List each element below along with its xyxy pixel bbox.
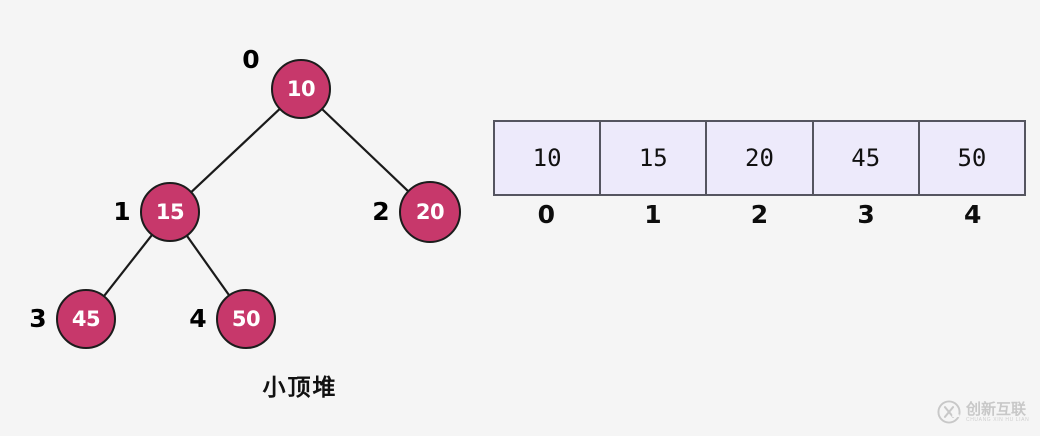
watermark-logo-icon: [937, 400, 961, 424]
tree-node-3[interactable]: 45: [56, 289, 116, 349]
array-cell-3[interactable]: 45: [813, 122, 920, 194]
tree-node-4-index: 4: [189, 304, 207, 333]
tree-node-2-value: 20: [415, 200, 445, 224]
tree-edge-0-2: [321, 108, 410, 193]
array-cell-0[interactable]: 10: [495, 122, 602, 194]
tree-node-4[interactable]: 50: [216, 289, 276, 349]
array-index-0: 0: [537, 200, 555, 229]
array-cell-2-value: 20: [745, 144, 774, 172]
tree-caption: 小顶堆: [262, 375, 338, 401]
tree-node-3-value: 45: [71, 307, 101, 331]
heap-array: 10 15 20 45 50 0 1 2 3 4: [493, 120, 1026, 229]
tree-node-2-index: 2: [372, 197, 390, 226]
array-cell-1[interactable]: 15: [601, 122, 708, 194]
watermark-brand-pinyin: CHUANG XIN HU LIAN: [966, 416, 1030, 423]
array-cell-4[interactable]: 50: [919, 122, 1025, 194]
array-cell-1-value: 15: [638, 144, 668, 172]
watermark: 创新互联 CHUANG XIN HU LIAN: [936, 396, 1032, 428]
array-index-row: 0 1 2 3 4: [493, 200, 1026, 229]
array-index-1: 1: [644, 200, 662, 229]
tree-node-0-value: 10: [286, 77, 316, 101]
tree-node-0[interactable]: 10: [271, 59, 331, 119]
array-cell-2[interactable]: 20: [707, 122, 814, 194]
array-index-2: 2: [750, 200, 769, 229]
tree-node-1[interactable]: 15: [140, 182, 200, 242]
tree-edge-1-3: [103, 234, 153, 297]
tree-edge-0-1: [190, 108, 281, 193]
tree-edges: [103, 108, 410, 297]
array-cell-row: 10 15 20 45 50: [493, 120, 1026, 196]
tree-edge-1-4: [185, 235, 231, 296]
array-index-4: 4: [963, 200, 982, 229]
array-cell-3-value: 45: [851, 144, 881, 172]
tree-node-1-index: 1: [113, 197, 131, 226]
tree-node-1-value: 15: [155, 200, 185, 224]
tree-node-4-value: 50: [231, 307, 261, 331]
array-cell-4-value: 50: [957, 144, 987, 172]
watermark-brand-cn: 创新互联: [966, 399, 1027, 418]
watermark-text: 创新互联 CHUANG XIN HU LIAN: [966, 399, 1030, 423]
tree-node-3-index: 3: [29, 304, 47, 333]
array-cell-0-value: 10: [532, 144, 562, 172]
min-heap-tree: 10 0 15 1 20 2 45 3 50 4 小顶堆: [0, 0, 480, 436]
tree-node-0-index: 0: [242, 45, 260, 74]
array-index-3: 3: [857, 200, 875, 229]
tree-node-2[interactable]: 20: [399, 181, 461, 243]
